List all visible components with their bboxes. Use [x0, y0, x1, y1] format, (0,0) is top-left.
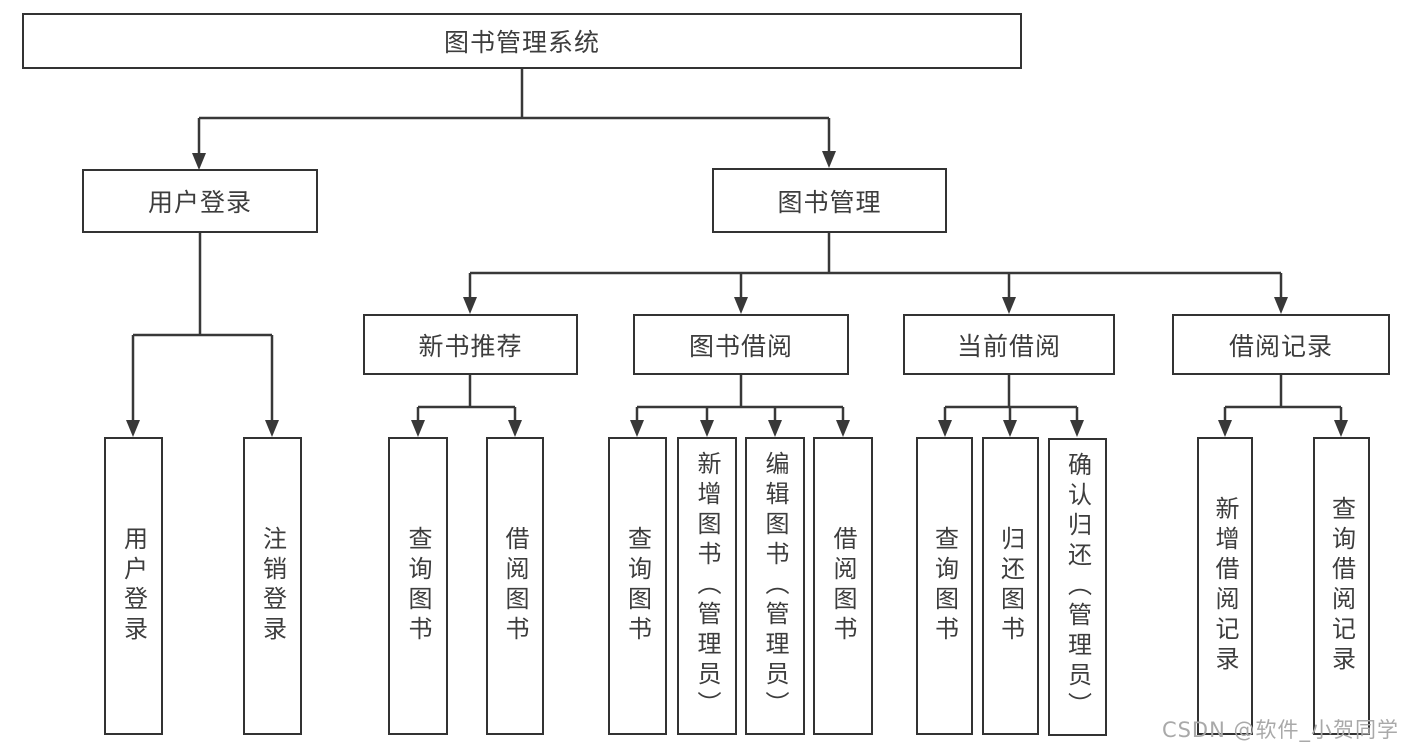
leaf-user-login-label: 用户登录: [119, 526, 148, 646]
node-book-management: 图书管理: [712, 168, 947, 233]
leaf-current-return-books-label: 归还图书: [996, 526, 1025, 646]
leaf-borrow-borrow-books-label: 借阅图书: [829, 526, 857, 646]
leaf-user-login: 用户登录: [104, 437, 163, 735]
node-borrow-records-label: 借阅记录: [1228, 331, 1333, 361]
leaf-borrow-add-books-admin: 新增图书（管理员）: [677, 437, 737, 735]
node-user-login: 用户登录: [82, 169, 318, 233]
node-book-borrow: 图书借阅: [633, 314, 849, 375]
node-user-login-label: 用户登录: [147, 188, 252, 217]
node-root: 图书管理系统: [22, 13, 1022, 69]
leaf-newrec-borrow-books-label: 借阅图书: [501, 526, 529, 646]
csdn-watermark: CSDN @软件_小贺同学: [1161, 718, 1399, 742]
leaf-newrec-query-books: 查询图书: [388, 437, 448, 735]
leaf-borrow-query-books-label: 查询图书: [623, 526, 652, 646]
leaf-records-query-record-label: 查询借阅记录: [1327, 496, 1356, 676]
leaf-newrec-borrow-books: 借阅图书: [486, 437, 544, 735]
leaf-newrec-query-books-label: 查询图书: [404, 526, 432, 646]
node-new-book-recommend: 新书推荐: [363, 314, 578, 375]
leaf-borrow-edit-books-admin: 编辑图书（管理员）: [745, 437, 805, 735]
leaf-current-query-books: 查询图书: [916, 437, 973, 735]
node-borrow-records: 借阅记录: [1172, 314, 1390, 375]
node-new-book-recommend-label: 新书推荐: [418, 331, 523, 361]
node-book-borrow-label: 图书借阅: [688, 331, 793, 361]
connector-lines: [131, 69, 1343, 420]
leaf-borrow-borrow-books: 借阅图书: [813, 437, 873, 735]
node-current-borrow: 当前借阅: [903, 314, 1115, 375]
leaf-records-add-record: 新增借阅记录: [1197, 437, 1253, 735]
node-root-label: 图书管理系统: [443, 28, 600, 57]
leaf-borrow-query-books: 查询图书: [608, 437, 667, 735]
leaf-logout-label: 注销登录: [258, 526, 287, 646]
leaf-records-query-record: 查询借阅记录: [1313, 437, 1370, 735]
leaf-current-return-books: 归还图书: [982, 437, 1039, 735]
leaf-current-confirm-return-admin: 确认归还（管理员）: [1048, 438, 1107, 736]
leaf-current-confirm-return-admin-label: 确认归还（管理员）: [1063, 452, 1092, 722]
leaf-logout: 注销登录: [243, 437, 302, 735]
arrowheads: [126, 151, 1348, 437]
node-book-management-label: 图书管理: [777, 187, 882, 217]
leaf-borrow-edit-books-admin-label: 编辑图书（管理员）: [761, 451, 789, 721]
leaf-current-query-books-label: 查询图书: [930, 526, 959, 646]
node-current-borrow-label: 当前借阅: [956, 331, 1061, 361]
leaf-borrow-add-books-admin-label: 新增图书（管理员）: [693, 451, 721, 721]
leaf-records-add-record-label: 新增借阅记录: [1211, 496, 1239, 676]
